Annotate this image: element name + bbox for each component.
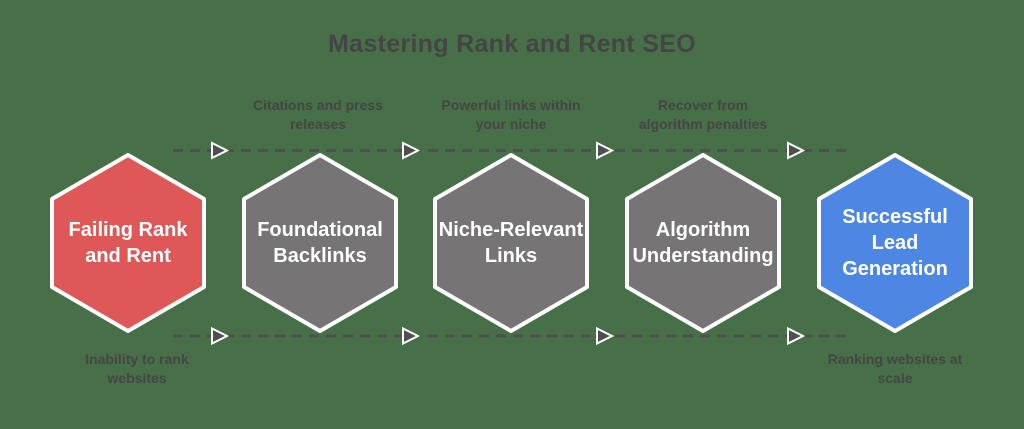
hexagon-node-niche-relevant-links	[433, 153, 589, 333]
hexagon-label-niche-relevant-links: Niche-Relevant Links	[438, 219, 584, 267]
hexagon-node-algorithm-understanding	[625, 153, 781, 333]
hexagon-label-algorithm-understanding: Algorithm Understanding	[632, 219, 774, 267]
arrow-right-icon	[402, 326, 421, 346]
annotation-citations-press-releases: Citations and press releases	[253, 97, 383, 132]
arrow-right-icon	[402, 141, 421, 160]
arrow-right-icon	[211, 141, 230, 160]
annotation-inability-to-rank: Inability to rank websites	[85, 351, 189, 386]
arrow-right-icon	[787, 326, 806, 346]
annotation-ranking-at-scale: Ranking websites at scale	[827, 351, 963, 386]
hexagon-node-failing-rank-and-rent	[50, 153, 206, 333]
annotation-powerful-links: Powerful links within your niche	[441, 97, 581, 132]
arrow-right-icon	[596, 326, 615, 346]
hexagon-label-failing-rank-and-rent: Failing Rank and Rent	[68, 219, 188, 267]
arrow-right-icon	[596, 141, 615, 160]
hexagon-label-successful-lead-generation: Successful Lead Generation	[842, 206, 948, 280]
hexagon-node-successful-lead-generation	[817, 153, 973, 333]
hexagon-label-foundational-backlinks: Foundational Backlinks	[257, 219, 383, 267]
arrow-right-icon	[787, 141, 806, 160]
hexagon-node-foundational-backlinks	[242, 153, 398, 333]
diagram-title: Mastering Rank and Rent SEO	[328, 30, 696, 58]
annotation-recover-penalties: Recover from algorithm penalties	[638, 97, 768, 132]
arrow-right-icon	[211, 326, 230, 346]
